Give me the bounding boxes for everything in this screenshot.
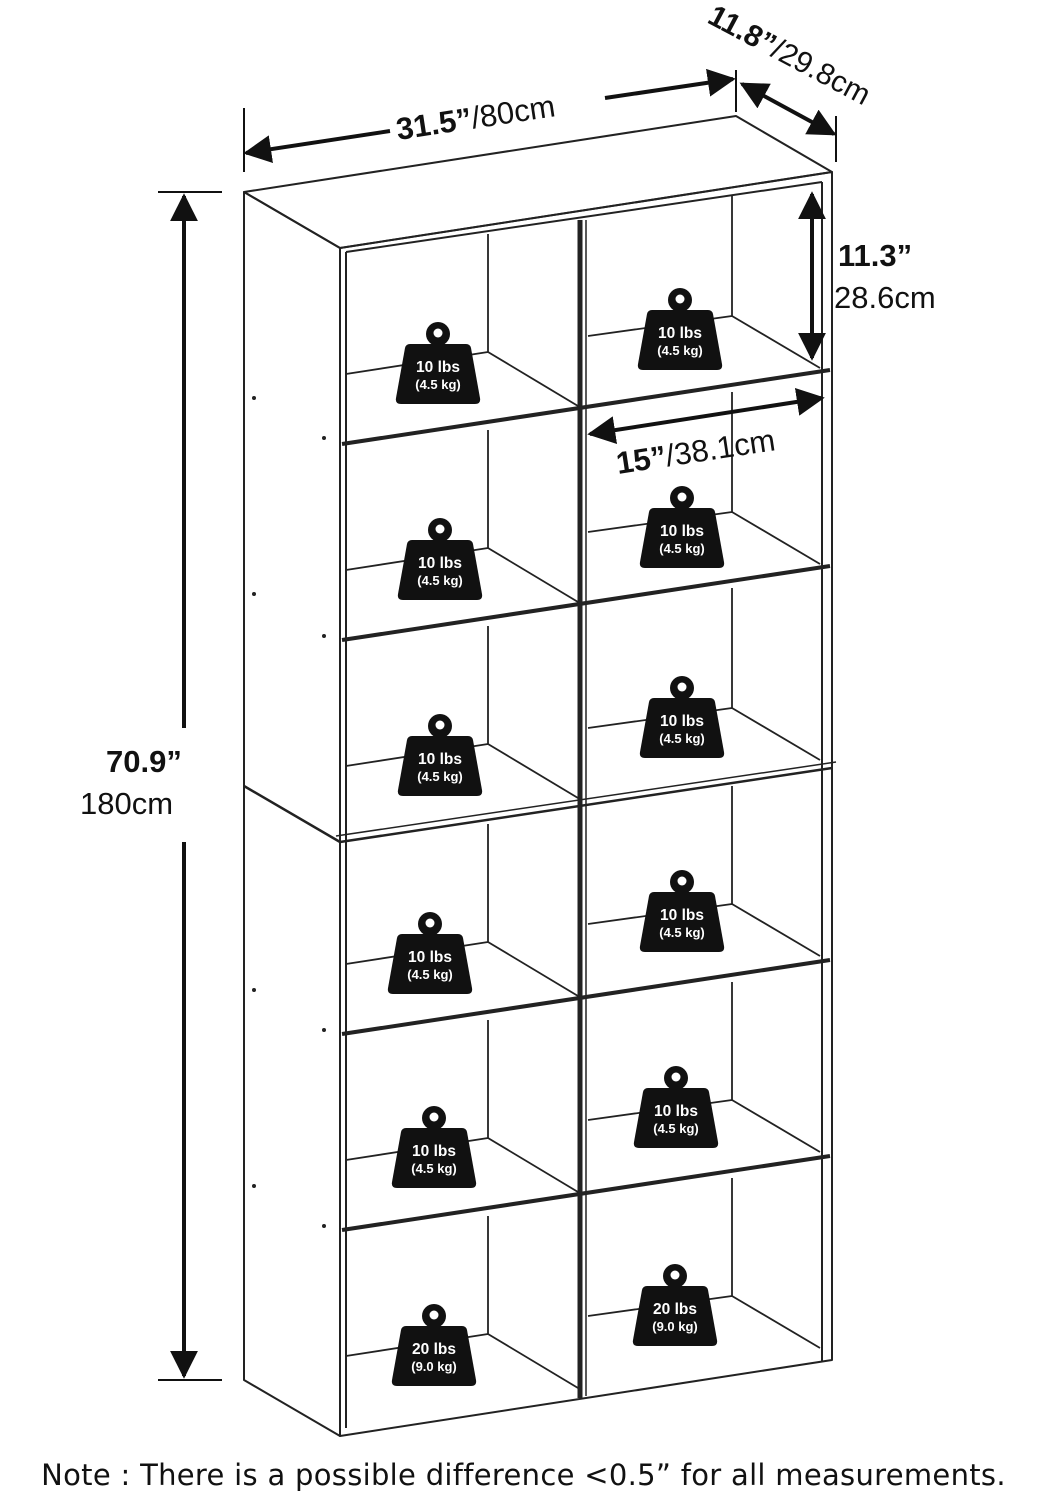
svg-text:11.8”/29.8cm: 11.8”/29.8cm — [703, 0, 876, 112]
weight-kg-label: (9.0 kg) — [652, 1319, 698, 1334]
weight-kg-label: (4.5 kg) — [411, 1161, 457, 1176]
weight-icon: 10 lbs(4.5 kg) — [639, 870, 725, 952]
weight-icon: 10 lbs(4.5 kg) — [397, 518, 483, 600]
weight-icons: 10 lbs(4.5 kg)10 lbs(4.5 kg)10 lbs(4.5 k… — [387, 288, 725, 1386]
weight-kg-label: (4.5 kg) — [659, 541, 705, 556]
weight-lbs-label: 10 lbs — [658, 325, 702, 342]
weight-lbs-label: 10 lbs — [660, 523, 704, 540]
weight-lbs-label: 10 lbs — [660, 907, 704, 924]
weight-lbs-label: 10 lbs — [416, 359, 460, 376]
cube-height-imperial: 11.3” — [838, 238, 912, 273]
svg-text:31.5”/80cm: 31.5”/80cm — [394, 88, 558, 147]
top-panel — [243, 115, 833, 249]
height-dimension: 70.9” 180cm — [80, 191, 222, 1381]
weight-lbs-label: 20 lbs — [653, 1301, 697, 1318]
weight-icon: 10 lbs(4.5 kg) — [397, 714, 483, 796]
weight-kg-label: (4.5 kg) — [415, 377, 461, 392]
weight-icon: 10 lbs(4.5 kg) — [639, 486, 725, 568]
weight-icon: 10 lbs(4.5 kg) — [391, 1106, 477, 1188]
stack-seam — [243, 766, 833, 844]
weight-kg-label: (4.5 kg) — [417, 769, 463, 784]
width-metric: /80cm — [469, 88, 558, 135]
cube-width-imperial: 15” — [614, 439, 669, 481]
bookcase — [243, 115, 837, 1437]
weight-kg-label: (4.5 kg) — [659, 925, 705, 940]
weight-kg-label: (4.5 kg) — [657, 343, 703, 358]
cube-width-dimension: 15”/38.1cm — [587, 388, 825, 481]
bookcase-dimension-diagram: 10 lbs(4.5 kg)10 lbs(4.5 kg)10 lbs(4.5 k… — [80, 0, 936, 1437]
weight-kg-label: (4.5 kg) — [407, 967, 453, 982]
width-imperial: 31.5” — [394, 101, 474, 147]
front-face — [339, 171, 833, 1437]
height-metric: 180cm — [80, 786, 173, 821]
weight-icon: 10 lbs(4.5 kg) — [395, 322, 481, 404]
weight-icon: 10 lbs(4.5 kg) — [639, 676, 725, 758]
weight-kg-label: (4.5 kg) — [659, 731, 705, 746]
cube-height-dimension: 11.3” 28.6cm — [798, 191, 936, 361]
weight-icon: 20 lbs(9.0 kg) — [391, 1304, 477, 1386]
depth-imperial: 11.8” — [703, 0, 782, 62]
weight-icon: 10 lbs(4.5 kg) — [637, 288, 723, 370]
cube-height-metric: 28.6cm — [834, 280, 936, 315]
weight-lbs-label: 10 lbs — [418, 751, 462, 768]
weight-lbs-label: 20 lbs — [412, 1341, 456, 1358]
cube-width-metric: /38.1cm — [663, 422, 777, 473]
weight-lbs-label: 10 lbs — [418, 555, 462, 572]
weight-kg-label: (4.5 kg) — [417, 573, 463, 588]
weight-kg-label: (9.0 kg) — [411, 1359, 457, 1374]
weight-lbs-label: 10 lbs — [654, 1103, 698, 1120]
weight-lbs-label: 10 lbs — [412, 1143, 456, 1160]
depth-metric: /29.8cm — [766, 33, 876, 112]
weight-icon: 20 lbs(9.0 kg) — [632, 1264, 718, 1346]
weight-kg-label: (4.5 kg) — [653, 1121, 699, 1136]
weight-icon: 10 lbs(4.5 kg) — [387, 912, 473, 994]
width-dimension: 31.5”/80cm — [243, 68, 737, 172]
weight-lbs-label: 10 lbs — [408, 949, 452, 966]
weight-lbs-label: 10 lbs — [660, 713, 704, 730]
weight-icon: 10 lbs(4.5 kg) — [633, 1066, 719, 1148]
height-imperial: 70.9” — [106, 744, 182, 779]
svg-text:15”/38.1cm: 15”/38.1cm — [614, 422, 778, 481]
shelves — [341, 368, 831, 1232]
measurement-note: Note : There is a possible difference <0… — [41, 1458, 1006, 1492]
side-holes — [252, 396, 326, 1228]
